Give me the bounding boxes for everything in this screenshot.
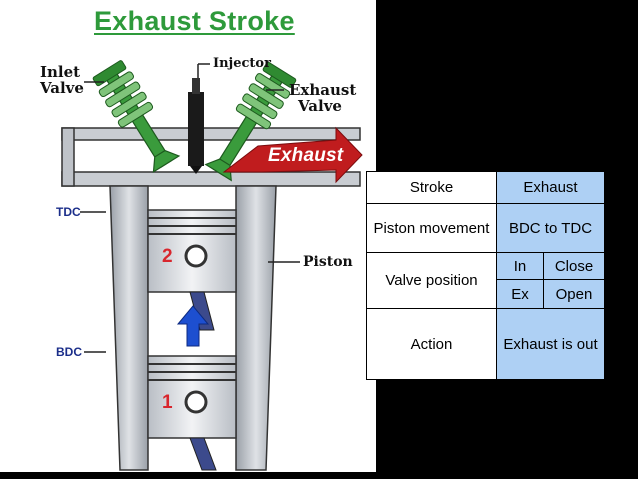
table-row-valve-in: Valve position In Close [366,252,605,309]
piston-movement-header-cell: Piston movement [366,203,497,253]
tdc-label: TDC [56,205,81,219]
upward-arrow-icon [176,305,210,347]
exhaust-label-cell: Ex [496,279,544,309]
stroke-value-cell: Exhaust [496,171,605,204]
valve-position-header-cell: Valve position [366,252,497,309]
inlet-label-cell: In [496,252,544,280]
exhaust-valve-label: Exhaust Valve [289,81,357,115]
injector [188,78,204,174]
exhaust-flow-label: Exhaust [268,145,344,166]
table-row-stroke: Stroke Exhaust [366,171,605,204]
leader-lines [80,63,300,353]
inlet-state-cell: Close [543,252,605,280]
cylinder-walls [109,185,277,471]
injector-label: Injector [213,56,271,71]
piston-movement-value-cell: BDC to TDC [496,203,605,253]
action-value-cell: Exhaust is out [496,308,605,380]
table-row-piston: Piston movement BDC to TDC [366,203,605,253]
piston-top [147,209,237,331]
diagram-title: Exhaust Stroke [94,6,295,36]
piston-label: Piston [303,254,353,270]
exhaust-state-cell: Open [543,279,605,309]
position-one-label: 1 [162,392,173,413]
inlet-valve-label: Inlet Valve [40,63,84,97]
stroke-summary-table: Stroke Exhaust Piston movement BDC to TD… [366,171,605,380]
table-row-valve-ex: Ex Open [367,279,605,309]
table-row-action: Action Exhaust is out [366,308,605,380]
cylinder-head [61,127,361,187]
action-header-cell: Action [366,308,497,380]
exhaust-valve [204,61,297,182]
stroke-header-cell: Stroke [366,171,497,204]
piston-bottom [147,355,237,471]
position-two-label: 2 [162,246,173,267]
bdc-label: BDC [56,345,82,359]
engine-diagram-panel: Exhaust Stroke Inlet Valve Injector Exha… [0,0,376,472]
engine-diagram [61,60,363,471]
inlet-valve [92,60,181,174]
exhaust-flow-arrow-icon [222,126,363,184]
